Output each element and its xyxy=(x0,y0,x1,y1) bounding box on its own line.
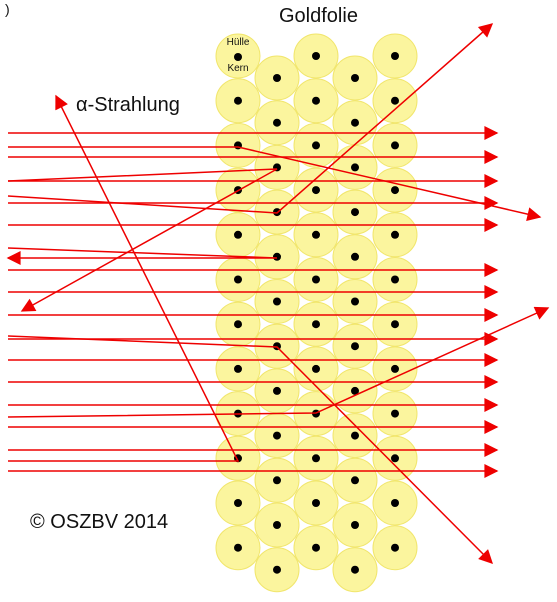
atom-nucleus xyxy=(312,454,320,463)
atom-nucleus xyxy=(391,320,399,329)
atom-nucleus xyxy=(234,230,242,239)
atom-nucleus xyxy=(273,118,281,127)
atom-nucleus xyxy=(391,186,399,195)
copyright: © OSZBV 2014 xyxy=(30,511,168,533)
atom-nucleus xyxy=(273,565,281,574)
atom-nucleus xyxy=(351,565,359,574)
reflected-ray xyxy=(7,168,278,312)
atom-nucleus xyxy=(312,186,320,195)
atom-nucleus xyxy=(312,499,320,507)
atom-nucleus xyxy=(312,320,320,329)
atom-nucleus xyxy=(351,118,359,127)
gold-foil xyxy=(215,33,418,593)
atom-nucleus xyxy=(312,52,320,60)
atom-nucleus xyxy=(312,275,320,284)
corner-mark: ) xyxy=(5,1,10,17)
atom-nucleus xyxy=(391,96,399,105)
atom-nucleus xyxy=(234,364,242,373)
atom-nucleus xyxy=(312,96,320,105)
deflected-ray xyxy=(7,306,550,418)
atom-nucleus xyxy=(351,297,359,306)
atom-nucleus xyxy=(351,386,359,395)
atom-nucleus xyxy=(312,141,320,150)
atom-nucleus xyxy=(273,74,281,82)
deflected-ray xyxy=(7,23,494,214)
atom-nucleus xyxy=(273,386,281,395)
atom-nucleus xyxy=(351,252,359,261)
atom-nucleus xyxy=(234,275,242,284)
atom-nucleus xyxy=(351,74,359,82)
atom-nucleus xyxy=(351,476,359,485)
reflected-ray xyxy=(8,94,240,462)
atom-nucleus xyxy=(351,208,359,217)
atom-nucleus xyxy=(391,499,399,507)
atom-nucleus xyxy=(273,476,281,485)
atom-nucleus xyxy=(391,364,399,373)
atom-nucleus xyxy=(234,96,242,105)
deflected-ray xyxy=(8,146,542,221)
atom-nucleus xyxy=(351,342,359,351)
atom-nucleus xyxy=(312,230,320,239)
atom-nucleus xyxy=(391,454,399,463)
alpha-label: α-Strahlung xyxy=(76,94,180,116)
shell-label: Hülle xyxy=(227,37,250,48)
atom-nucleus xyxy=(312,543,320,552)
atom-nucleus xyxy=(391,230,399,239)
atom-nucleus xyxy=(391,409,399,418)
atom-nucleus xyxy=(273,521,281,529)
atom-nucleus xyxy=(273,252,281,261)
atom-nucleus xyxy=(391,141,399,150)
atom-nucleus xyxy=(391,52,399,60)
atom-nucleus xyxy=(234,543,242,552)
alpha-rays xyxy=(6,23,550,564)
atom-nucleus xyxy=(273,431,281,440)
atom-nucleus xyxy=(273,297,281,306)
atom-nucleus xyxy=(391,543,399,552)
deflected-ray xyxy=(7,335,493,564)
atom-nucleus xyxy=(351,163,359,172)
atom-nucleus xyxy=(234,499,242,507)
atom-nucleus xyxy=(312,364,320,373)
reflected-ray xyxy=(6,247,278,265)
atom-nucleus xyxy=(234,53,242,61)
atom-nucleus xyxy=(351,431,359,440)
foil-title: Goldfolie xyxy=(279,5,358,27)
atom-nucleus xyxy=(351,521,359,529)
nucleus-label: Kern xyxy=(227,63,248,74)
atom-nucleus xyxy=(391,275,399,284)
atom-nucleus xyxy=(234,320,242,329)
